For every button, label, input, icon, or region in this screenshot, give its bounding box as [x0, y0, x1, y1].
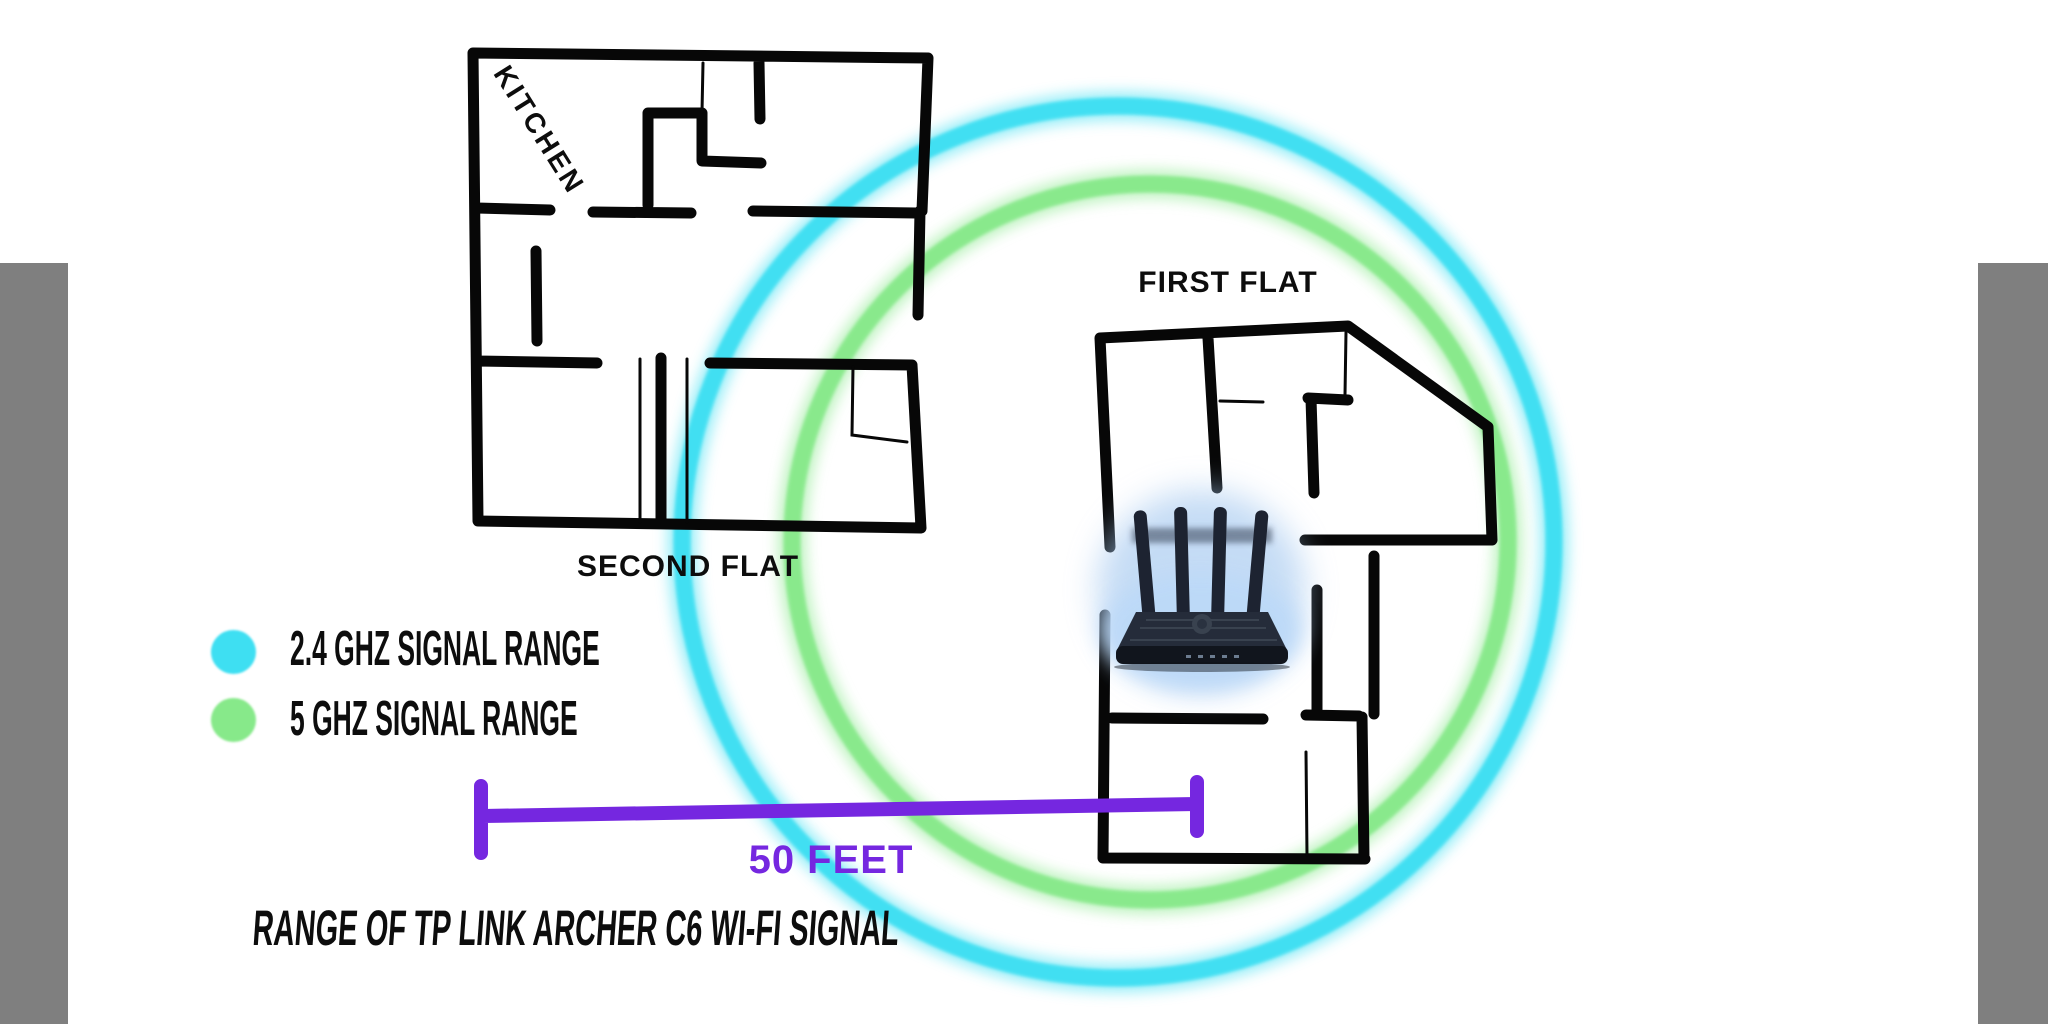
first-flat-thin-lines — [1218, 330, 1348, 857]
second-flat-label: SECOND FLAT — [576, 550, 800, 583]
signal-range-circle-2-4ghz-core — [673, 97, 1563, 987]
second-flat-thin-lines — [638, 61, 909, 524]
first-flat-label: FIRST FLAT — [1138, 266, 1318, 299]
router-antennas — [1133, 507, 1269, 623]
signal-range-circle-2-4ghz — [668, 92, 1568, 992]
left-gray-bar — [0, 263, 68, 1024]
second-flat-floorplan — [467, 47, 934, 534]
legend-dot-2-4ghz — [211, 630, 256, 674]
router-body — [1114, 612, 1290, 672]
right-gray-bar — [1978, 263, 2048, 1024]
legend-dot-5ghz — [211, 698, 256, 742]
first-flat-floorplan — [1094, 320, 1498, 865]
router-background-streak — [1132, 528, 1272, 543]
signal-range-circle-5ghz — [778, 170, 1522, 914]
distance-measure-line — [474, 775, 1204, 860]
legend-label-2-4ghz: 2.4 GHZ SIGNAL RANGE — [290, 622, 600, 676]
signal-range-circle-5ghz-core — [783, 175, 1517, 909]
tp-link-archer-c6-router-image — [1097, 490, 1305, 690]
distance-value-label: 50 FEET — [748, 838, 914, 882]
diagram-title: RANGE OF TP LINK ARCHER C6 WI-FI SIGNAL — [251, 900, 902, 956]
first-flat-walls — [1094, 320, 1498, 865]
legend-label-5ghz: 5 GHZ SIGNAL RANGE — [290, 692, 578, 746]
router-led-row — [1186, 655, 1239, 658]
